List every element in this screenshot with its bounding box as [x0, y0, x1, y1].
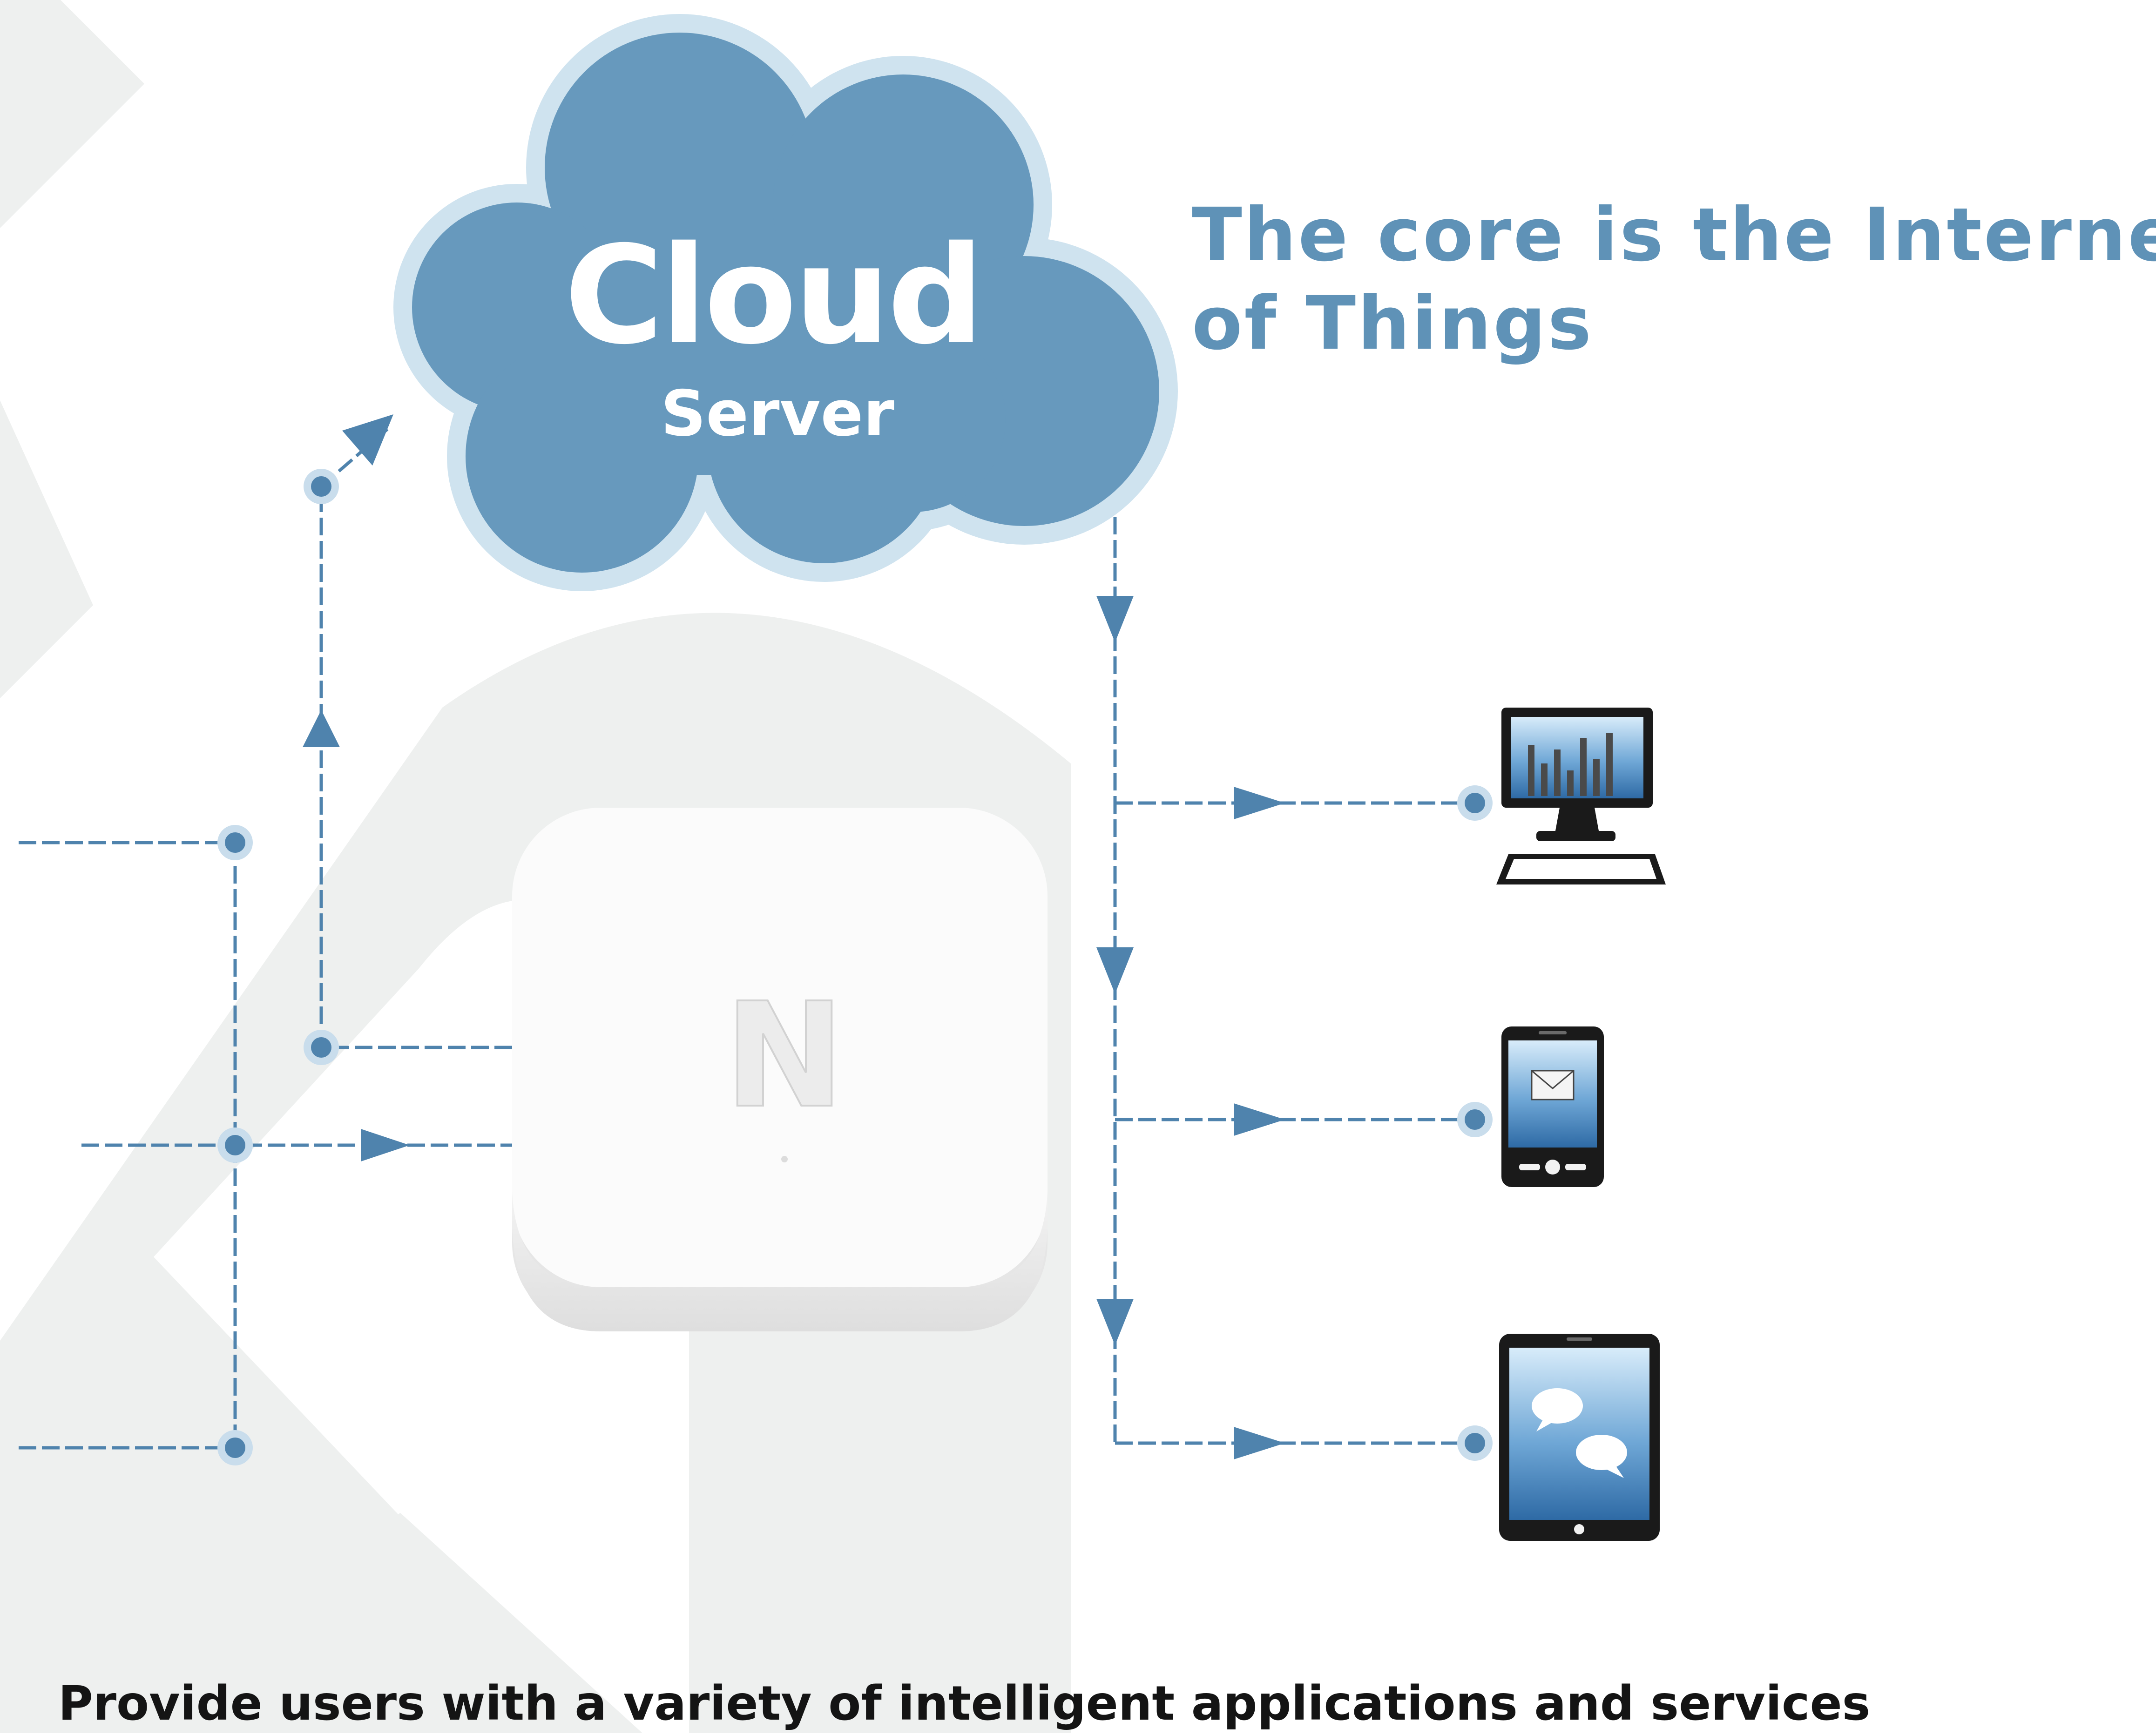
- junction-dots: [217, 469, 1493, 1465]
- arrow-down-2: [1096, 947, 1134, 994]
- cloud-title: Cloud: [564, 217, 981, 374]
- hub-led: [781, 1156, 788, 1162]
- arrow-down-3: [1096, 1299, 1134, 1345]
- cloud-server: Cloud Server: [393, 14, 1178, 591]
- arrow-right-phone: [1234, 1103, 1285, 1136]
- arrow-up-to-cloud: [303, 710, 340, 747]
- smartphone-icon: [1501, 1026, 1604, 1187]
- diagram-heading: The core is the Internet of Things: [1192, 191, 2156, 368]
- arrow-into-cloud: [342, 414, 393, 466]
- hub-logo: N: [724, 972, 845, 1140]
- footer-caption: Provide users with a variety of intellig…: [58, 1676, 1871, 1731]
- heading-line-2: of Things: [1192, 281, 1594, 366]
- tablet-icon: [1499, 1334, 1660, 1541]
- arrow-right-desktop: [1234, 787, 1285, 819]
- arrow-right-input: [361, 1129, 410, 1161]
- iot-hub-device: N: [512, 808, 1048, 1331]
- cloud-subtitle: Server: [661, 377, 894, 450]
- connector-lines: [19, 425, 1471, 1450]
- arrow-down-1: [1096, 596, 1134, 642]
- desktop-computer-icon: [1496, 708, 1666, 884]
- heading-line-1: The core is the Internet: [1192, 192, 2156, 278]
- arrow-right-tablet: [1234, 1427, 1285, 1459]
- arrowheads: [303, 414, 1285, 1459]
